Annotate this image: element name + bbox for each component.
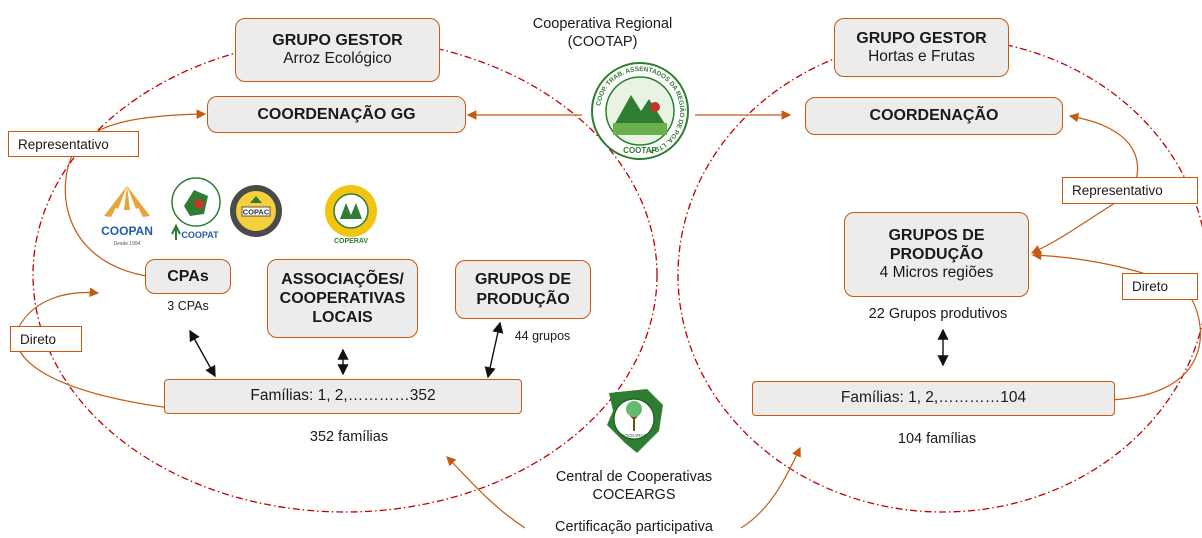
left-grupos-line1: GRUPOS DE [474, 271, 571, 289]
left-grupos-producao-box: GRUPOS DE PRODUÇÃO [455, 260, 591, 319]
coopat-logo: COOPAT [171, 177, 221, 240]
left-representativo-label: Representativo [8, 131, 139, 157]
arrow-grupos-familias [484, 321, 504, 379]
coopan-text: COOPAN [101, 224, 153, 238]
coperav-text: COPERAV [334, 238, 368, 245]
left-familias-total: 352 famílias [309, 429, 389, 445]
left-associacoes-box: ASSOCIAÇÕES/ COOPERATIVAS LOCAIS [267, 259, 418, 338]
right-representativo-label: Representativo [1062, 177, 1198, 204]
left-gestor-subtitle: Arroz Ecológico [283, 50, 392, 68]
coop-regional-title: Cooperativa Regional (COOTAP) [520, 15, 685, 51]
right-direto-label: Direto [1122, 273, 1198, 300]
left-gestor-title: GRUPO GESTOR [272, 32, 403, 50]
cootap-seal-label: COOTAP [623, 146, 657, 155]
right-familias-label: Famílias: 1, 2,…………104 [840, 389, 1027, 407]
left-grupos-count: 44 grupos [514, 329, 571, 343]
left-coordenacao-box: COORDENAÇÃO GG [207, 96, 466, 133]
coceargs-seal-label: COCEARGS [621, 433, 647, 438]
copac-text: COPAC [243, 208, 270, 217]
left-familias-label: Famílias: 1, 2,…………352 [250, 387, 436, 405]
cert-arrow-right [740, 446, 801, 529]
coopan-logo: COOPAN Desde 1994 [101, 186, 153, 247]
coperav-logo: COPERAV [325, 185, 377, 245]
copac-logo: COPAC [230, 185, 282, 237]
right-grupos-line1: GRUPOS DE [888, 227, 985, 245]
left-grupo-gestor-box: GRUPO GESTOR Arroz Ecológico [235, 18, 440, 82]
right-coordenacao-label: COORDENAÇÃO [869, 107, 999, 125]
coop-regional-line2: (COOTAP) [567, 34, 638, 51]
left-group-ellipse [32, 37, 658, 513]
assoc-line1: ASSOCIAÇÕES/ [281, 270, 404, 288]
coopat-text: COOPAT [181, 230, 219, 240]
right-familias-box: Famílias: 1, 2,…………104 [752, 381, 1115, 416]
left-cpas-box: CPAs [145, 259, 231, 294]
central-line1: Central de Cooperativas [555, 469, 713, 485]
right-coordenacao-box: COORDENAÇÃO [805, 97, 1063, 135]
right-representativo-curve-2 [1030, 200, 1119, 254]
right-grupos-sub: 4 Micros regiões [879, 264, 994, 282]
right-grupos-producao-box: GRUPOS DE PRODUÇÃO 4 Micros regiões [844, 212, 1029, 297]
left-direto-label: Direto [10, 326, 82, 352]
central-title: Central de Cooperativas COCEARGS [521, 468, 747, 504]
cootap-seal: COOP. TRAB. ASSENTADOS DA REGIÃO DE POA.… [591, 62, 689, 160]
right-grupos-line2: PRODUÇÃO [889, 246, 984, 264]
right-grupo-gestor-box: GRUPO GESTOR Hortas e Frutas [834, 18, 1009, 77]
right-gestor-subtitle: Hortas e Frutas [868, 47, 975, 65]
left-cpas-count: 3 CPAs [167, 299, 209, 313]
right-grupos-produtivos: 22 Grupos produtivos [868, 306, 1008, 322]
assoc-line2: COOPERATIVAS [279, 289, 406, 307]
central-line2: COCEARGS [592, 487, 676, 504]
arrow-cpas-familias [189, 329, 216, 378]
coop-regional-line1: Cooperativa Regional [532, 16, 673, 32]
left-cpas-title: CPAs [167, 267, 209, 285]
right-familias-total: 104 famílias [897, 431, 977, 447]
left-familias-box: Famílias: 1, 2,…………352 [164, 379, 522, 414]
right-gestor-title: GRUPO GESTOR [856, 29, 987, 47]
left-coordenacao-label: COORDENAÇÃO GG [257, 105, 416, 123]
cert-arrow-left [446, 456, 526, 529]
coceargs-seal: COCEARGS [607, 389, 663, 453]
right-group-ellipse [677, 37, 1202, 513]
certificacao-label: Certificação participativa [555, 519, 713, 535]
assoc-line3: LOCAIS [312, 309, 373, 327]
coopan-since-text: Desde 1994 [114, 241, 141, 247]
left-grupos-line2: PRODUÇÃO [476, 290, 570, 308]
